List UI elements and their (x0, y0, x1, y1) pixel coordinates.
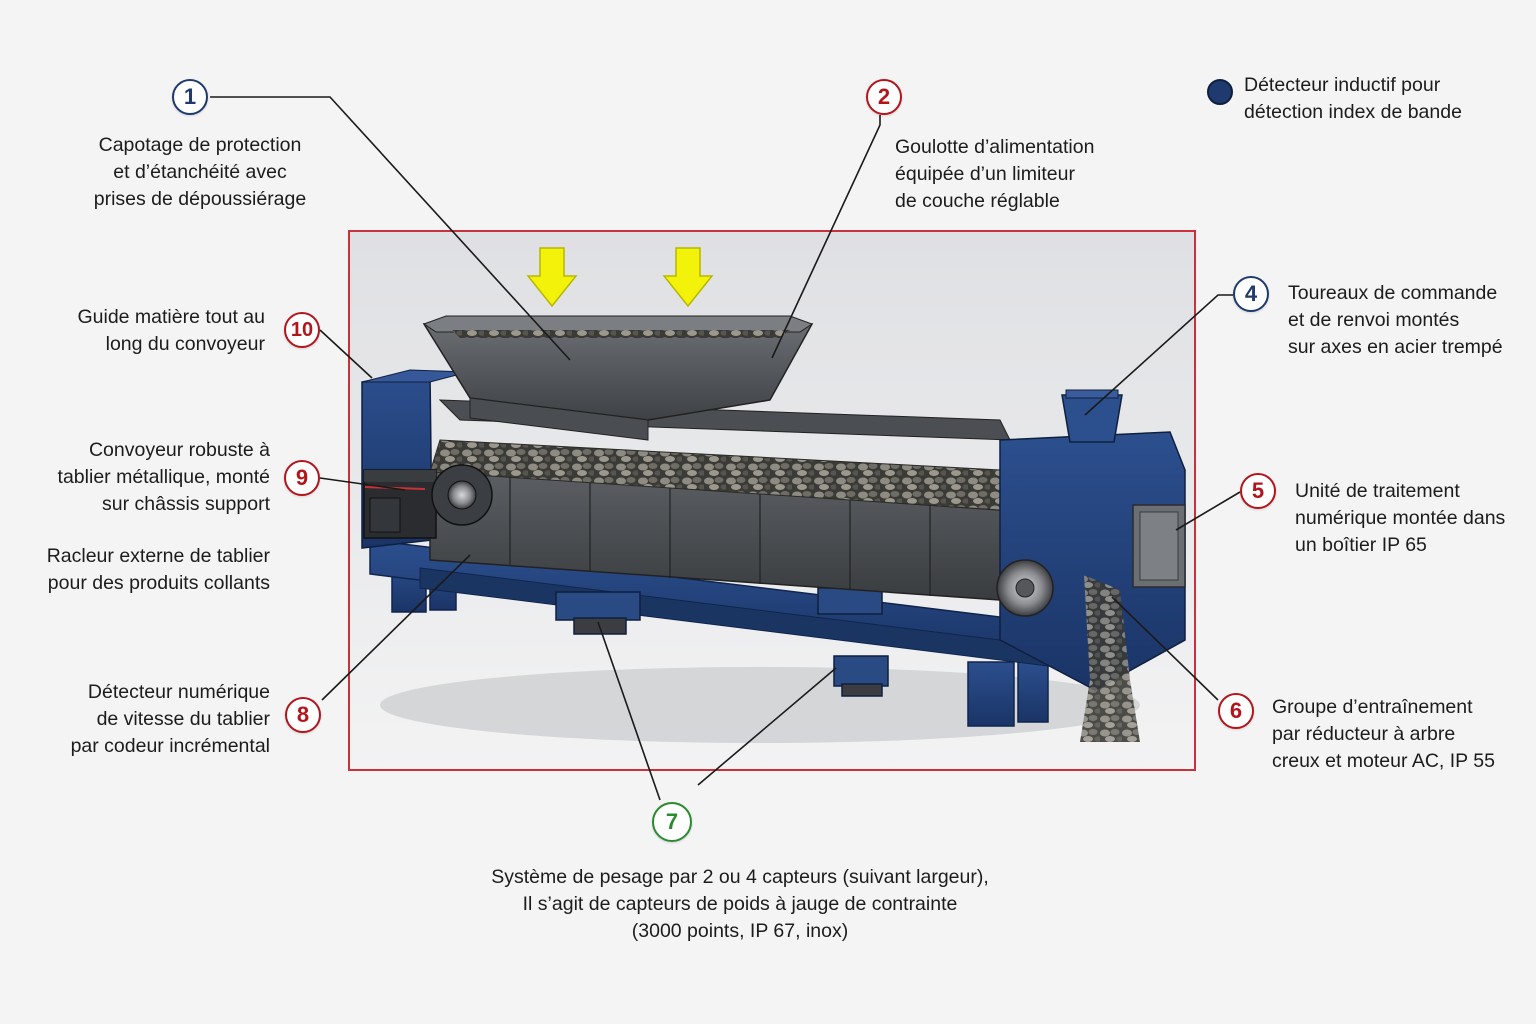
legend-label: Détecteur inductif pour détection index … (1244, 74, 1462, 123)
leader-10 (319, 329, 373, 379)
leader-5 (1175, 491, 1241, 531)
callout-badge-1: 1 (172, 79, 208, 115)
discharged-material (1080, 575, 1140, 742)
leader-4 (1084, 294, 1233, 416)
callout-label-8: Détecteur numérique de vitesse du tablie… (70, 681, 270, 757)
leader-8 (321, 554, 471, 701)
callout-label-1: Capotage de protection et d’étanchéité a… (93, 134, 307, 210)
feed-arrows (526, 247, 714, 308)
callout-badge-9: 9 (284, 460, 320, 496)
load-cells (555, 587, 889, 697)
right-head-housing (999, 431, 1186, 691)
callout-leader-lines (210, 96, 1241, 801)
drive-motor (363, 464, 493, 539)
scraper-label: Racleur externe de tablier pour des prod… (46, 545, 270, 594)
hopper-material (452, 330, 790, 338)
callout-label-5: Unité de traitement numérique montée dan… (1295, 480, 1506, 556)
leader-6 (1111, 596, 1219, 701)
callout-label-7: Système de pesage par 2 ou 4 capteurs (s… (491, 866, 989, 942)
leader-7b (697, 667, 837, 786)
callout-label-10: Guide matière tout au long du convoyeur (77, 306, 265, 355)
floor-shadow (380, 667, 1140, 743)
callout-label-6: Groupe d’entraînement par réducteur à ar… (1272, 696, 1495, 772)
callout-badge-10: 10 (284, 312, 320, 348)
callout-badge-6: 6 (1218, 693, 1254, 729)
callout-badge-4: 4 (1233, 276, 1269, 312)
callout-badge-7: 7 (652, 802, 692, 842)
dark-blue-dot-icon (1207, 79, 1233, 105)
leader-7a (597, 621, 661, 801)
callout-badge-5: 5 (1240, 473, 1276, 509)
leader-2 (771, 115, 881, 359)
callout-badge-2: 2 (866, 79, 902, 115)
callout-label-4: Toureaux de commande et de renvoi montés… (1288, 282, 1503, 358)
hopper-rim (422, 315, 814, 333)
inductive-sensor-mount (1061, 394, 1123, 443)
hopper-throat (469, 397, 649, 441)
callout-label-2: Goulotte d’alimentation équipée d’un lim… (895, 136, 1095, 212)
callout-badge-8: 8 (285, 697, 321, 733)
leader-1 (210, 96, 571, 361)
leader-9 (319, 477, 406, 491)
belt-plate-lines (509, 476, 931, 596)
callout-label-9: Convoyeur robuste à tablier métallique, … (57, 439, 270, 515)
